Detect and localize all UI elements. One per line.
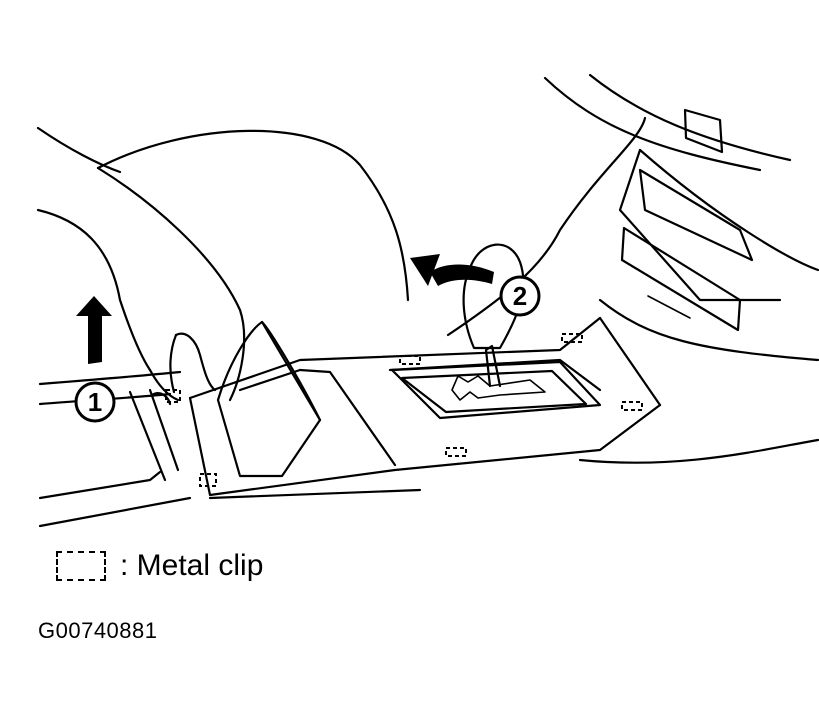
console-body [38,316,662,528]
metal-clip [199,473,217,487]
metal-clips [165,333,643,487]
metal-clip [399,355,421,365]
cup-holder-lid [216,320,322,478]
hand [36,166,246,406]
callout-2: 2 [499,275,541,317]
seat-outline [36,116,647,337]
callout-1-number: 1 [88,387,102,417]
dashboard-outline [543,73,819,464]
shift-gate [390,360,602,420]
curved-arrow-icon [410,254,494,286]
callout-2-number: 2 [513,281,527,311]
metal-clip [165,389,181,403]
metal-clip [561,333,583,343]
metal-clip [621,401,643,411]
legend-label: : Metal clip [120,549,264,582]
callout-1: 1 [74,381,116,423]
up-arrow-icon [76,296,112,364]
metal-clip-legend-icon [56,551,106,581]
legend: : Metal clip [56,546,263,586]
figure-code: G00740881 [38,618,158,643]
metal-clip [445,447,467,457]
